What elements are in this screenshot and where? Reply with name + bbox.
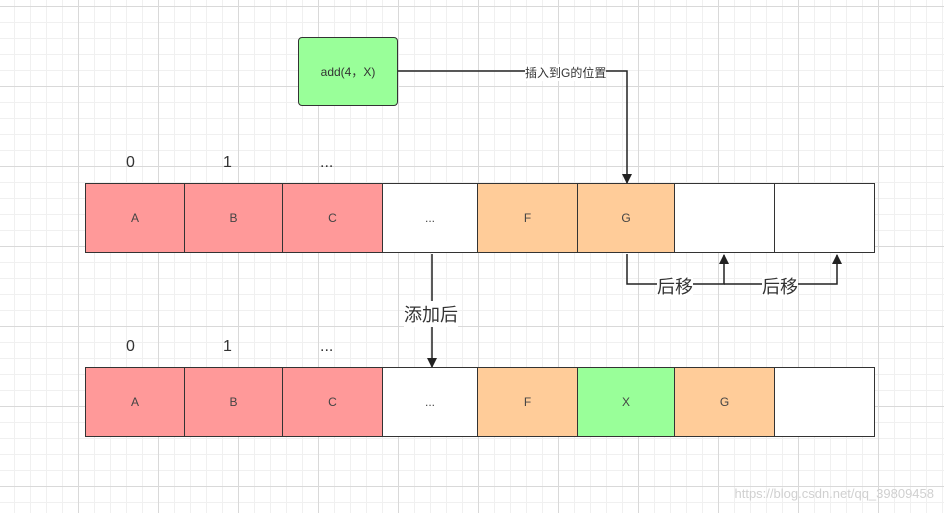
row2-cell-4: F	[477, 367, 578, 437]
row2-index-label-0: 0	[126, 338, 135, 355]
shift-arrow-2	[724, 254, 842, 285]
row1-cell-7	[774, 183, 875, 253]
row2-cell-6: G	[674, 367, 775, 437]
row1-index-label-2: ...	[320, 154, 334, 171]
row1-cell-2: C	[282, 183, 383, 253]
row1-cell-3: ...	[382, 183, 478, 253]
shift-label-2: 后移	[762, 273, 798, 299]
row1-cell-4: F	[477, 183, 578, 253]
insert-label: 插入到G的位置	[525, 64, 607, 81]
watermark: https://blog.csdn.net/qq_39809458	[734, 486, 935, 501]
add-operation-box: add(4，X)	[298, 37, 398, 106]
row2-cell-5: X	[577, 367, 675, 437]
row1-cell-6	[674, 183, 775, 253]
shift-label-1: 后移	[657, 273, 693, 299]
row2-cell-0: A	[85, 367, 185, 437]
row1-cell-1: B	[184, 183, 283, 253]
row2-cell-1: B	[184, 367, 283, 437]
row2-index-label-1: 1	[223, 338, 232, 355]
row2-cell-2: C	[282, 367, 383, 437]
row2-index-label-2: ...	[320, 338, 334, 355]
row2-cell-3: ...	[382, 367, 478, 437]
row1-index-label-0: 0	[126, 154, 135, 171]
row2-cell-7	[774, 367, 875, 437]
row1-cell-0: A	[85, 183, 185, 253]
insert-arrow	[398, 70, 632, 184]
row1-cell-5: G	[577, 183, 675, 253]
after-add-label: 添加后	[404, 301, 458, 327]
row1-index-label-1: 1	[223, 154, 232, 171]
